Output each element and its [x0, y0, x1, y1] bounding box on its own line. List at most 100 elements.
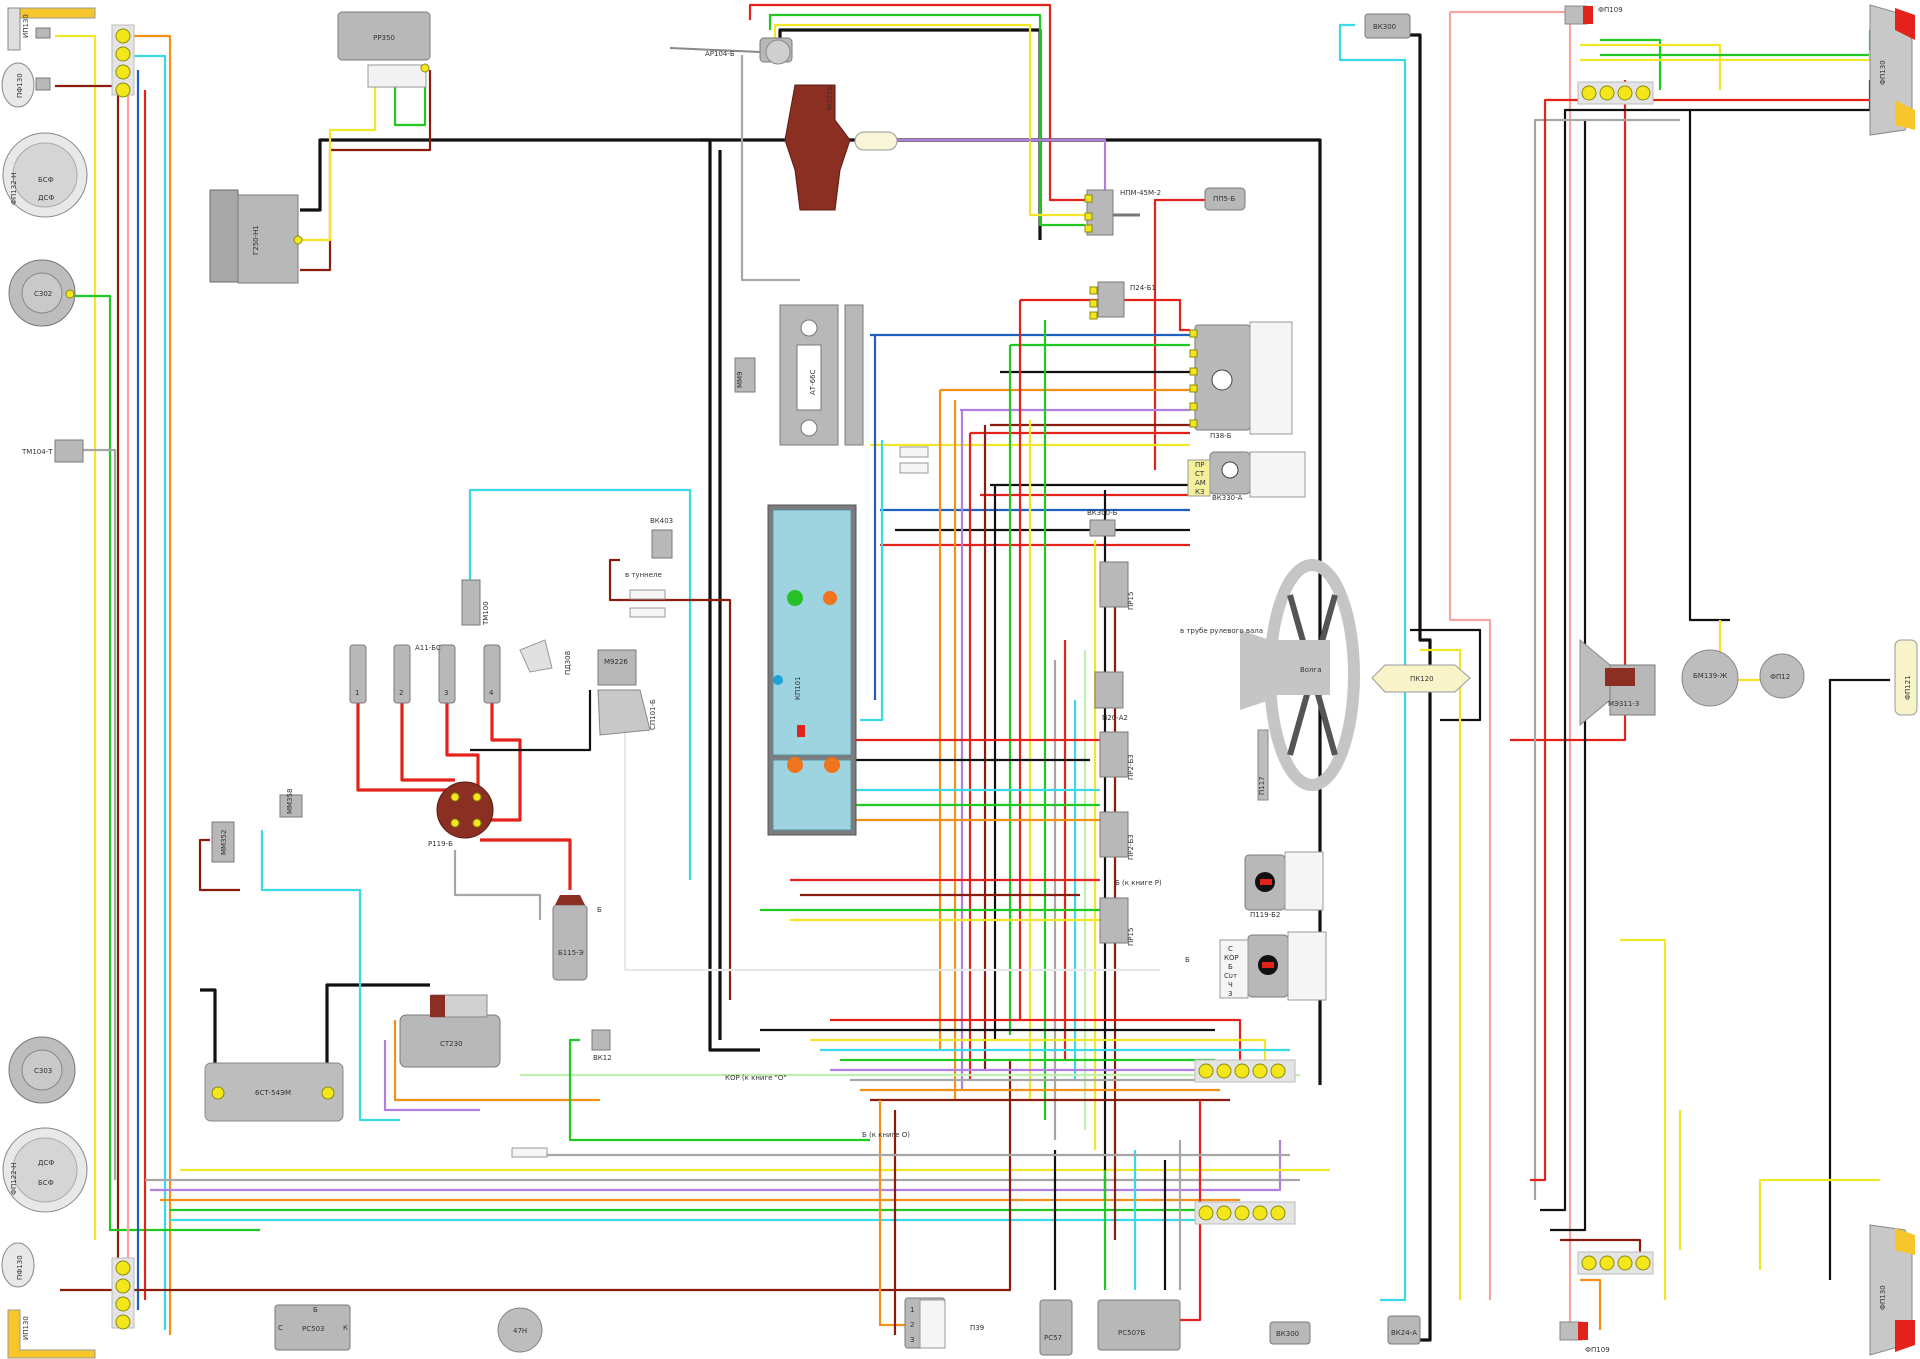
switch-vk330: ВК330-А ПР СТ АМ КЗ: [1187, 451, 1306, 502]
sensor-tm100: ТМ100: [461, 579, 490, 626]
svg-text:П24-Б1: П24-Б1: [1130, 284, 1156, 292]
svg-text:ИП130: ИП130: [22, 14, 30, 38]
fuse: [511, 1147, 548, 1158]
label-steering: в трубе рулевого вала: [1180, 627, 1263, 635]
svg-text:ВК300-Б: ВК300-Б: [1087, 509, 1118, 517]
switch-pk120: ПК120: [1371, 664, 1471, 693]
headlamp-fp122-left: ДСФ БСФ ФП122-Н: [2, 1127, 88, 1213]
distributor-r119: Р119-Б: [428, 781, 494, 848]
sensor-mm352: ММ352: [211, 821, 235, 863]
svg-text:Б: Б: [1228, 963, 1233, 971]
svg-text:47Н: 47Н: [513, 1327, 527, 1335]
tail-lamp-fp130-bottom: ФП130: [1869, 1224, 1915, 1356]
svg-text:ПП5-Б: ПП5-Б: [1213, 195, 1236, 203]
svg-text:ИП130: ИП130: [22, 1316, 30, 1340]
motor-m3228: М322Б: [784, 84, 898, 211]
lamp-pd308: ПД308: [519, 639, 572, 675]
motor-m9226: М9226 СП101-Б: [597, 649, 657, 736]
steering-wheel: Волга П117: [1240, 559, 1360, 801]
svg-text:СП101-Б: СП101-Б: [649, 699, 657, 730]
buzzer-47n: 47Н: [497, 1307, 543, 1353]
switch-vk300b: ВК300-Б: [1087, 509, 1118, 537]
switch-vk12: ВК12: [591, 1029, 612, 1062]
svg-text:Б: Б: [313, 1306, 318, 1314]
svg-text:БМ139-Ж: БМ139-Ж: [1693, 672, 1728, 680]
svg-text:1: 1: [355, 689, 359, 697]
switch-vk300-top: ВК300: [1364, 13, 1411, 39]
svg-text:ММ9: ММ9: [736, 371, 744, 388]
spark-plugs-a11: 1 2 3 4 А11-БС: [349, 644, 501, 704]
coil-b115: Б115-Э Б: [552, 895, 602, 981]
motor-bm139: БМ139-Ж: [1681, 649, 1739, 707]
svg-text:П20-А2: П20-А2: [1102, 714, 1128, 722]
fuse: [629, 607, 666, 618]
svg-text:3: 3: [910, 1336, 914, 1344]
svg-text:ВК12: ВК12: [593, 1054, 612, 1062]
svg-text:2: 2: [399, 689, 403, 697]
svg-text:К: К: [343, 1324, 348, 1332]
svg-text:ПР2-Б3: ПР2-Б3: [1127, 834, 1135, 860]
fuse: [899, 446, 929, 458]
relay-pr2-a: ПР2-Б3: [1099, 731, 1135, 780]
svg-text:СТ230: СТ230: [440, 1040, 463, 1048]
svg-text:ПР15: ПР15: [1127, 928, 1135, 946]
svg-text:ВК403: ВК403: [650, 517, 673, 525]
svg-text:РС57: РС57: [1044, 1334, 1062, 1342]
label-b: Б: [1185, 956, 1190, 964]
svg-text:3: 3: [444, 689, 448, 697]
sensor-ar104: АР104-Б: [669, 37, 793, 65]
switch-p119-b2: П119-Б2: [1244, 851, 1324, 919]
svg-text:ММ352: ММ352: [220, 830, 228, 855]
svg-text:2: 2: [910, 1321, 914, 1329]
svg-text:ФП132-Н: ФП132-Н: [10, 173, 18, 205]
svg-text:ФП130: ФП130: [1879, 1285, 1887, 1310]
relay-pr15-bottom: ПР15: [1099, 897, 1135, 946]
switch-p24: П24-Б1: [1089, 281, 1156, 320]
lamp-fp121: ФП121: [1894, 639, 1918, 716]
svg-text:ВК330-А: ВК330-А: [1212, 494, 1243, 502]
svg-text:ПФ130: ПФ130: [16, 73, 24, 98]
svg-text:П39: П39: [970, 1324, 984, 1332]
starter-st230: СТ230: [399, 994, 501, 1068]
svg-text:ТМ104-Т: ТМ104-Т: [21, 448, 53, 456]
svg-text:МЭ311-3: МЭ311-3: [1608, 700, 1639, 708]
horn-m311: МЭ311-3: [1579, 638, 1656, 727]
svg-text:ММ358: ММ358: [286, 789, 294, 814]
lamp-ip130-left-bot: ИП130: [7, 1309, 96, 1359]
fuse: [629, 589, 666, 600]
lamp-fp12: ФП12: [1759, 653, 1805, 699]
connector-block-right-top: [1577, 81, 1654, 105]
horn-s302: С302: [8, 259, 76, 327]
svg-text:ФП121: ФП121: [1904, 675, 1912, 700]
svg-text:Сυт: Сυт: [1224, 972, 1237, 980]
svg-text:С303: С303: [34, 1067, 52, 1075]
svg-text:ВК300: ВК300: [1276, 1330, 1299, 1338]
svg-text:ФП109: ФП109: [1585, 1346, 1610, 1354]
connector-block-right-bot: [1577, 1251, 1654, 1275]
svg-text:ПР15: ПР15: [1127, 592, 1135, 610]
svg-text:З: З: [1228, 990, 1233, 998]
sensor-mm358: ММ358: [279, 789, 303, 818]
svg-text:АТ-66С: АТ-66С: [809, 370, 817, 395]
svg-text:РР350: РР350: [373, 34, 395, 42]
svg-text:6СТ-54ЭМ: 6СТ-54ЭМ: [255, 1089, 291, 1097]
svg-text:ФП12: ФП12: [1770, 673, 1790, 681]
switch-p20: П20-А2: [1094, 671, 1128, 722]
svg-text:Г250-Н1: Г250-Н1: [252, 225, 260, 255]
svg-text:ПД308: ПД308: [564, 651, 572, 675]
fuse: [899, 462, 929, 474]
svg-text:С: С: [1228, 945, 1233, 953]
connector-block-center-bot: [1194, 1201, 1296, 1225]
svg-text:НПМ-45М-2: НПМ-45М-2: [1120, 189, 1161, 197]
lamp-pf130-left-bot: ПФ130: [1, 1242, 35, 1288]
svg-text:БСФ: БСФ: [38, 176, 54, 184]
connector-block-left-top: [111, 24, 135, 98]
svg-text:СТ: СТ: [1195, 470, 1205, 478]
svg-text:1: 1: [910, 1306, 914, 1314]
svg-text:АМ: АМ: [1195, 479, 1206, 487]
label-kor-book: КОР (к книге "О": [725, 1074, 787, 1082]
tail-lamp-fp130-top: ФП130: [1869, 4, 1915, 136]
svg-text:ВК24-А: ВК24-А: [1391, 1329, 1417, 1337]
switch-p39: П39 1 2 3: [904, 1297, 984, 1349]
